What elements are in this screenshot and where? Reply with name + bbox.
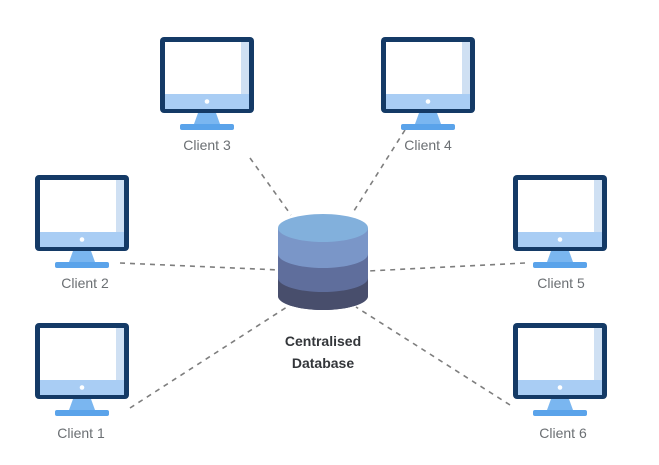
monitor-power-dot xyxy=(79,385,85,390)
client-label: Client 5 xyxy=(537,275,585,291)
monitor-base xyxy=(55,410,109,416)
db-top xyxy=(278,214,368,242)
monitor-screen-shade xyxy=(594,328,602,380)
monitor-power-dot xyxy=(557,237,563,242)
link-client-6 xyxy=(355,306,511,406)
monitor-stand xyxy=(69,251,95,262)
centralised-database[interactable]: Centralised Database xyxy=(278,214,368,371)
monitor-screen xyxy=(518,328,602,380)
link-client-1 xyxy=(129,304,291,409)
monitor-icon xyxy=(35,175,129,268)
monitor-power-dot xyxy=(79,237,85,242)
client-label: Client 6 xyxy=(539,425,587,441)
monitor-base xyxy=(401,124,455,130)
monitor-stand xyxy=(194,113,220,124)
client-4[interactable]: Client 4 xyxy=(381,37,475,153)
client-5[interactable]: Client 5 xyxy=(513,175,607,291)
client-label: Client 3 xyxy=(183,137,231,153)
link-client-3 xyxy=(249,157,292,216)
monitor-power-dot xyxy=(204,99,210,104)
client-3[interactable]: Client 3 xyxy=(160,37,254,153)
monitor-base xyxy=(533,262,587,268)
monitor-stand xyxy=(547,251,573,262)
client-label: Client 2 xyxy=(61,275,109,291)
monitor-stand xyxy=(547,399,573,410)
monitor-screen xyxy=(165,42,249,94)
database-label-line-1: Centralised xyxy=(285,333,361,349)
database-label-line-2: Database xyxy=(292,355,354,371)
monitor-screen-shade xyxy=(241,42,249,94)
monitor-screen xyxy=(518,180,602,232)
monitor-stand xyxy=(69,399,95,410)
monitor-base xyxy=(533,410,587,416)
monitor-power-dot xyxy=(557,385,563,390)
client-6[interactable]: Client 6 xyxy=(513,323,607,441)
link-client-4 xyxy=(351,129,406,215)
monitor-icon xyxy=(35,323,129,416)
client-1[interactable]: Client 1 xyxy=(35,323,129,441)
monitor-icon xyxy=(513,175,607,268)
monitor-screen-shade xyxy=(116,180,124,232)
monitor-power-dot xyxy=(425,99,431,104)
monitor-stand xyxy=(415,113,441,124)
monitor-screen xyxy=(386,42,470,94)
client-label: Client 4 xyxy=(404,137,452,153)
client-2[interactable]: Client 2 xyxy=(35,175,129,291)
monitor-icon xyxy=(513,323,607,416)
link-client-2 xyxy=(119,262,281,271)
monitor-screen-shade xyxy=(462,42,470,94)
monitor-base xyxy=(55,262,109,268)
link-client-5 xyxy=(367,262,526,272)
monitor-screen xyxy=(40,328,124,380)
database-icon xyxy=(278,214,368,310)
monitor-screen-shade xyxy=(594,180,602,232)
monitor-icon xyxy=(381,37,475,130)
monitor-screen xyxy=(40,180,124,232)
connections xyxy=(119,129,526,409)
monitor-base xyxy=(180,124,234,130)
monitor-icon xyxy=(160,37,254,130)
monitor-screen-shade xyxy=(116,328,124,380)
client-label: Client 1 xyxy=(57,425,105,441)
